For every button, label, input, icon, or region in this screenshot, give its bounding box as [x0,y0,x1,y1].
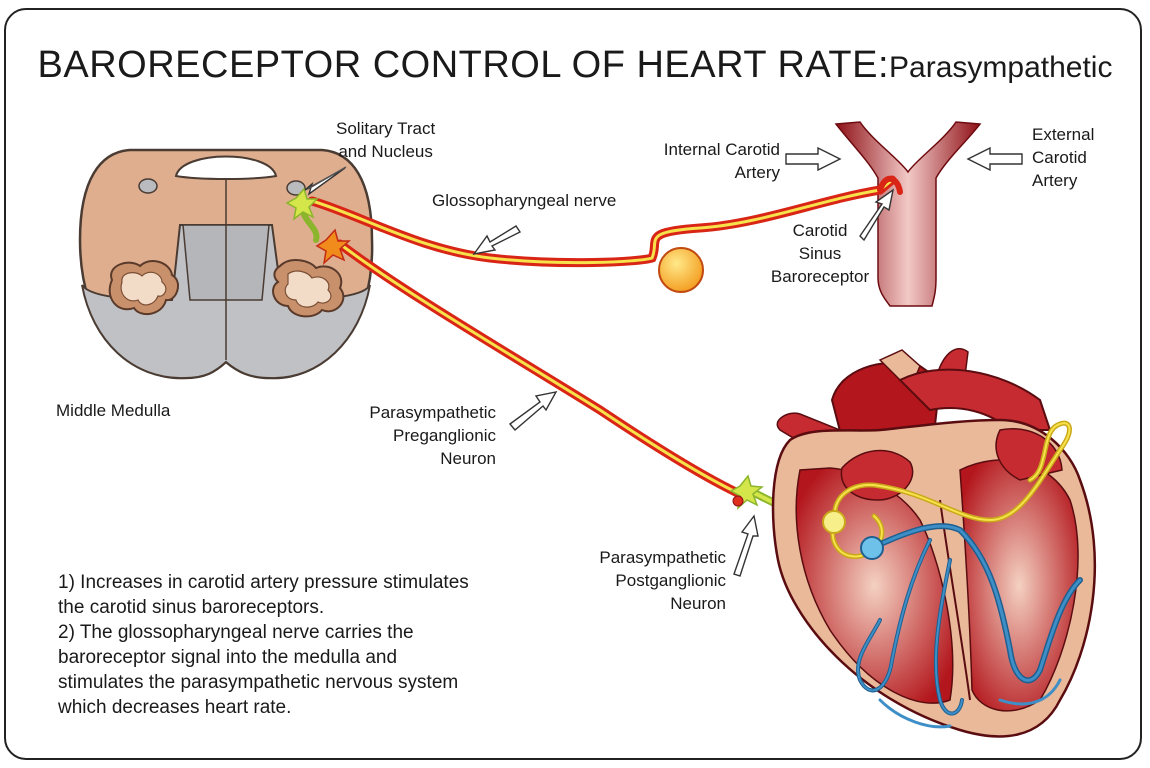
medulla-cross-section [80,150,372,378]
label-external-carotid: External Carotid Artery [1032,123,1094,192]
label-solitary-tract: Solitary Tract and Nucleus [336,117,435,163]
sa-node [823,511,845,533]
label-preganglionic: Parasympathetic Preganglionic Neuron [346,401,496,470]
glossopharyngeal-ganglion [659,248,703,292]
explanation-steps: 1) Increases in carotid artery pressure … [58,570,469,720]
external-carotid-arrow [968,148,1022,170]
step-line: baroreceptor signal into the medulla and [58,645,469,670]
step-line: stimulates the parasympathetic nervous s… [58,670,469,695]
step-line: which decreases heart rate. [58,695,469,720]
heart [773,349,1095,737]
preganglionic-arrow [510,392,556,430]
label-carotid-sinus: Carotid Sinus Baroreceptor [760,219,880,288]
label-glossopharyngeal: Glossopharyngeal nerve [432,189,616,212]
postganglionic-arrow [734,516,758,576]
label-middle-medulla: Middle Medulla [56,399,170,422]
label-internal-carotid: Internal Carotid Artery [636,138,780,184]
internal-carotid-arrow [786,148,840,170]
diagram-title: BARORECEPTOR CONTROL OF HEART RATE:Paras… [0,44,1150,87]
title-main: BARORECEPTOR CONTROL OF HEART RATE: [38,44,890,86]
left-small-nucleus [139,179,157,193]
step-line: 2) The glossopharyngeal nerve carries th… [58,620,469,645]
glossopharyngeal-arrow [474,226,520,254]
label-postganglionic: Parasympathetic Postganglionic Neuron [566,546,726,615]
av-node [861,537,883,559]
step-line: the carotid sinus baroreceptors. [58,595,469,620]
step-line: 1) Increases in carotid artery pressure … [58,570,469,595]
title-sub: Parasympathetic [889,51,1112,84]
